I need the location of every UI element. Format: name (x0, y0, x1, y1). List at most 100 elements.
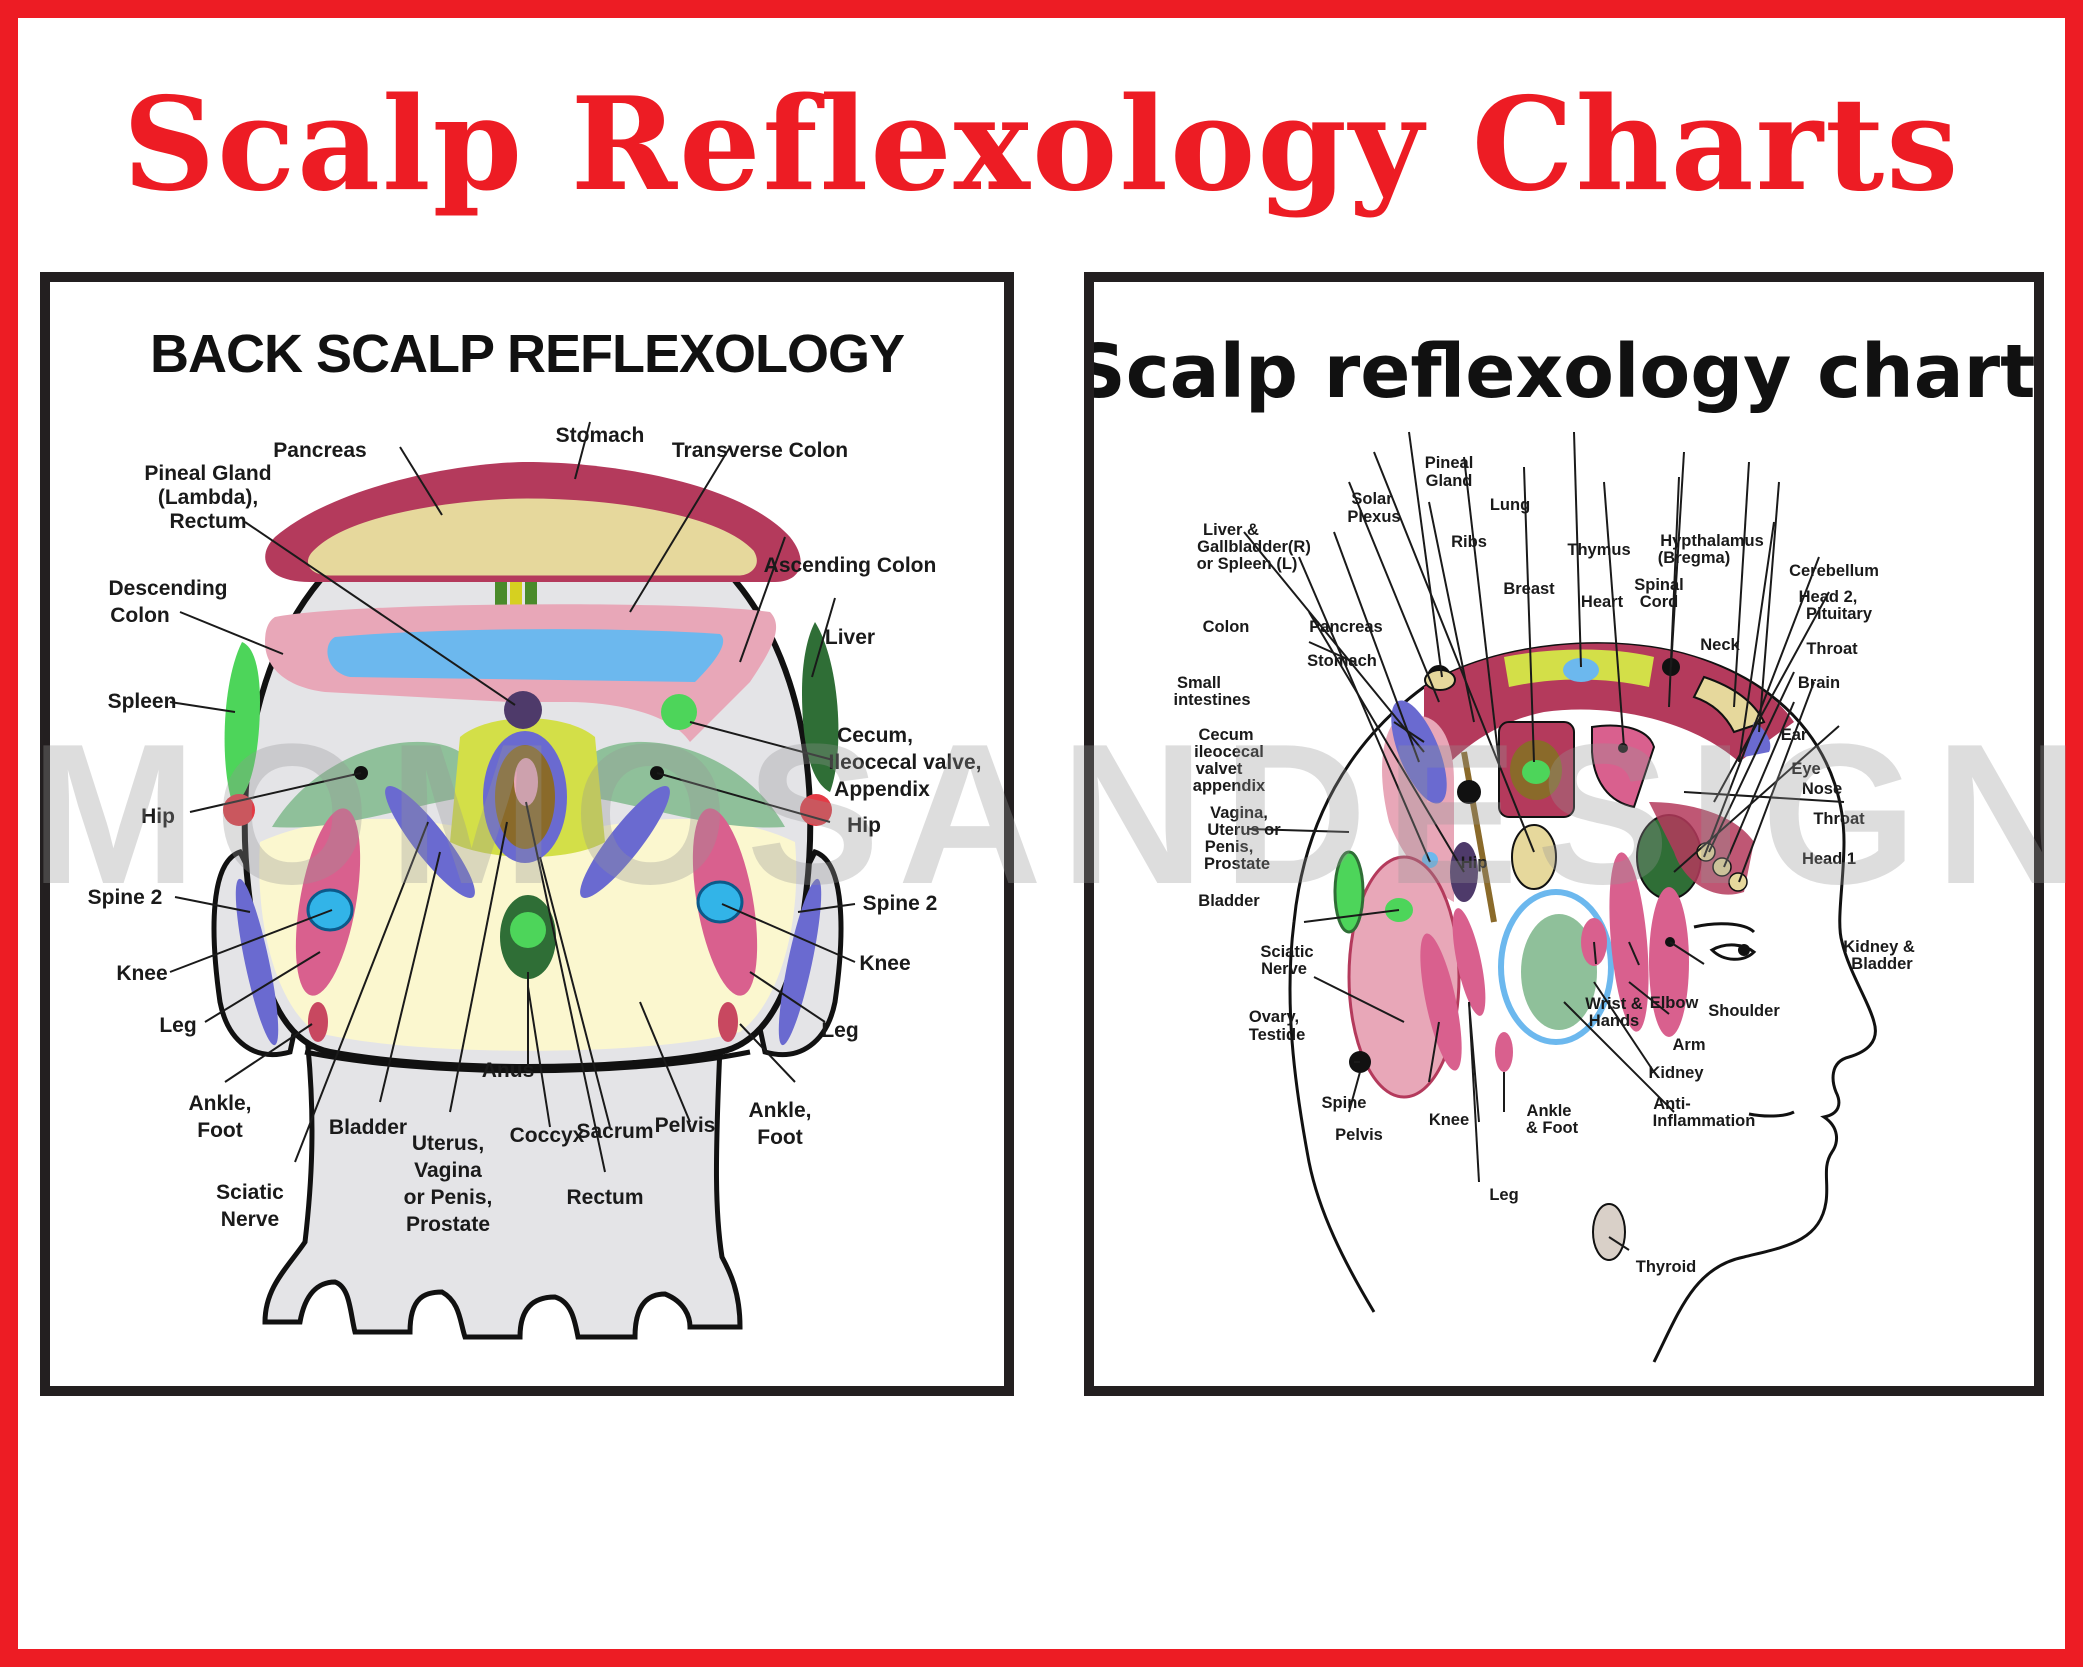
neck-shape (262, 1044, 743, 1340)
label-liver: Liver (825, 626, 875, 649)
label-liver-line3: or Spleen (L) (1197, 555, 1298, 573)
label-stomach: Stomach (1307, 652, 1377, 670)
label-brain: Brain (1798, 674, 1840, 692)
label-ankle-left-line1: Ankle, (188, 1092, 251, 1115)
label-uterus-line4: Prostate (406, 1213, 490, 1236)
label-ascending-colon: Ascending Colon (764, 554, 937, 577)
label-vagina-line2: Uterus or (1207, 821, 1281, 839)
label-sacrum: Sacrum (576, 1120, 653, 1143)
left-spine2-band (235, 878, 279, 1046)
ankle-zone (1495, 1032, 1513, 1072)
label-pancreas: Pancreas (273, 439, 366, 462)
label-small-intestines-line2: intestines (1173, 691, 1250, 709)
heart-dot (1522, 760, 1550, 784)
knee-zone (1420, 933, 1462, 1071)
label-liver-line1: Liver & (1203, 521, 1259, 539)
label-ankle-line1: Ankle (1527, 1102, 1572, 1120)
side-scalp-chart-title: Scalp reflexology chart (1094, 329, 2034, 415)
liver-zone (802, 622, 839, 792)
label-wrist-line2: Hands (1589, 1012, 1639, 1030)
label-pineal-line2: Gland (1426, 472, 1473, 490)
spinal-cord-dot (1618, 743, 1628, 753)
spinal-cord-zone (1591, 724, 1656, 809)
label-spinal-line2: Cord (1640, 593, 1679, 611)
label-stomach: Stomach (556, 424, 645, 447)
right-knee-dot (696, 880, 744, 924)
label-sciatic-line1: Sciatic (1260, 943, 1313, 961)
right-hip-dot (800, 794, 832, 826)
label-hip-left: Hip (141, 805, 175, 828)
label-neck: Neck (1700, 636, 1740, 654)
label-hip: Hip (1461, 854, 1488, 872)
label-cecum-line2: ileocecal (1194, 743, 1264, 761)
label-spine2-right: Spine 2 (863, 892, 938, 915)
label-colon: Colon (1203, 618, 1250, 636)
label-pineal-line1: Pineal Gland (144, 462, 271, 485)
eye-pupil (1738, 944, 1750, 956)
label-ribs: Ribs (1451, 533, 1487, 551)
label-leg: Leg (1489, 1186, 1518, 1204)
label-spinal-line1: Spinal (1634, 576, 1684, 594)
label-hypothalamus-line2: (Bregma) (1658, 549, 1730, 567)
side-scalp-chart-panel: Scalp reflexology chart (1084, 272, 2044, 1396)
label-cecum-line1: Cecum, (837, 724, 913, 747)
label-arm: Arm (1672, 1036, 1705, 1054)
label-sciatic-line2: Nerve (1261, 960, 1307, 978)
left-sage-band (272, 741, 470, 828)
head2-zone (1744, 722, 1771, 757)
label-anti-line1: Anti- (1653, 1095, 1691, 1113)
label-thymus: Thymus (1567, 541, 1630, 559)
label-spleen: Spleen (108, 690, 177, 713)
label-descending-line1: Descending (108, 577, 227, 600)
label-solar-line1: Solar (1351, 490, 1393, 508)
label-ankle-right-line2: Foot (757, 1126, 802, 1149)
center-stripe-a (495, 582, 507, 607)
back-scalp-chart-title: BACK SCALP REFLEXOLOGY (150, 324, 905, 384)
center-pink-oval (514, 758, 538, 806)
coccyx-inner-dot (510, 912, 546, 948)
label-coccyx: Coccyx (510, 1124, 585, 1147)
label-knee: Knee (1429, 1111, 1469, 1129)
label-sciatic-line1: Sciatic (216, 1181, 284, 1204)
center-stripe-b (510, 582, 522, 607)
center-stripe-c (525, 582, 537, 607)
label-heart: Heart (1581, 593, 1624, 611)
label-descending-line2: Colon (110, 604, 169, 627)
ear-inner (1521, 914, 1597, 1030)
label-hip-right: Hip (847, 814, 881, 837)
label-thyroid: Thyroid (1636, 1258, 1697, 1276)
label-head1: Head 1 (1802, 850, 1856, 868)
label-elbow: Elbow (1650, 994, 1699, 1012)
back-scalp-chart-panel: BACK SCALP REFLEXOLOGY (40, 272, 1014, 1396)
label-vagina-line1: Vagina, (1210, 804, 1268, 822)
right-spine2-band (778, 878, 822, 1046)
label-ovary-line1: Ovary, (1249, 1008, 1299, 1026)
label-head2-line1: Head 2, (1799, 588, 1858, 606)
sciatic-point (1457, 780, 1481, 804)
right-sage-band (585, 741, 785, 828)
colon-blue-band (327, 629, 724, 682)
label-solar-line2: Plexus (1347, 508, 1400, 526)
label-uterus-line3: or Penis, (404, 1186, 493, 1209)
label-anus: Anus (482, 1059, 535, 1082)
label-small-intestines-line1: Small (1177, 674, 1221, 692)
label-liver-line2: Gallbladder(R) (1197, 538, 1311, 556)
nose-dot (1728, 872, 1748, 892)
label-knee-left: Knee (116, 962, 167, 985)
label-uterus-line1: Uterus, (412, 1132, 484, 1155)
label-anti-line2: Inflammation (1653, 1112, 1756, 1130)
solar-plexus-oval (1511, 824, 1557, 890)
poster-title: Scalp Reflexology Charts (122, 70, 1961, 220)
label-vagina-line4: Prostate (1204, 855, 1270, 873)
hairline-curve (304, 1049, 751, 1074)
label-pineal-line2: (Lambda), (158, 486, 258, 509)
cecum-dot (661, 694, 697, 730)
label-ear: Ear (1781, 726, 1808, 744)
left-ankle-dot (308, 1002, 328, 1042)
back-chart-leader-lines (169, 421, 856, 1173)
label-hypothalamus-line1: Hypthalamus (1660, 532, 1764, 550)
label-lung: Lung (1490, 496, 1530, 514)
left-diagonal-bar (385, 785, 475, 899)
label-transverse-colon: Transverse Colon (672, 439, 848, 462)
right-ankle-dot (718, 1002, 738, 1042)
